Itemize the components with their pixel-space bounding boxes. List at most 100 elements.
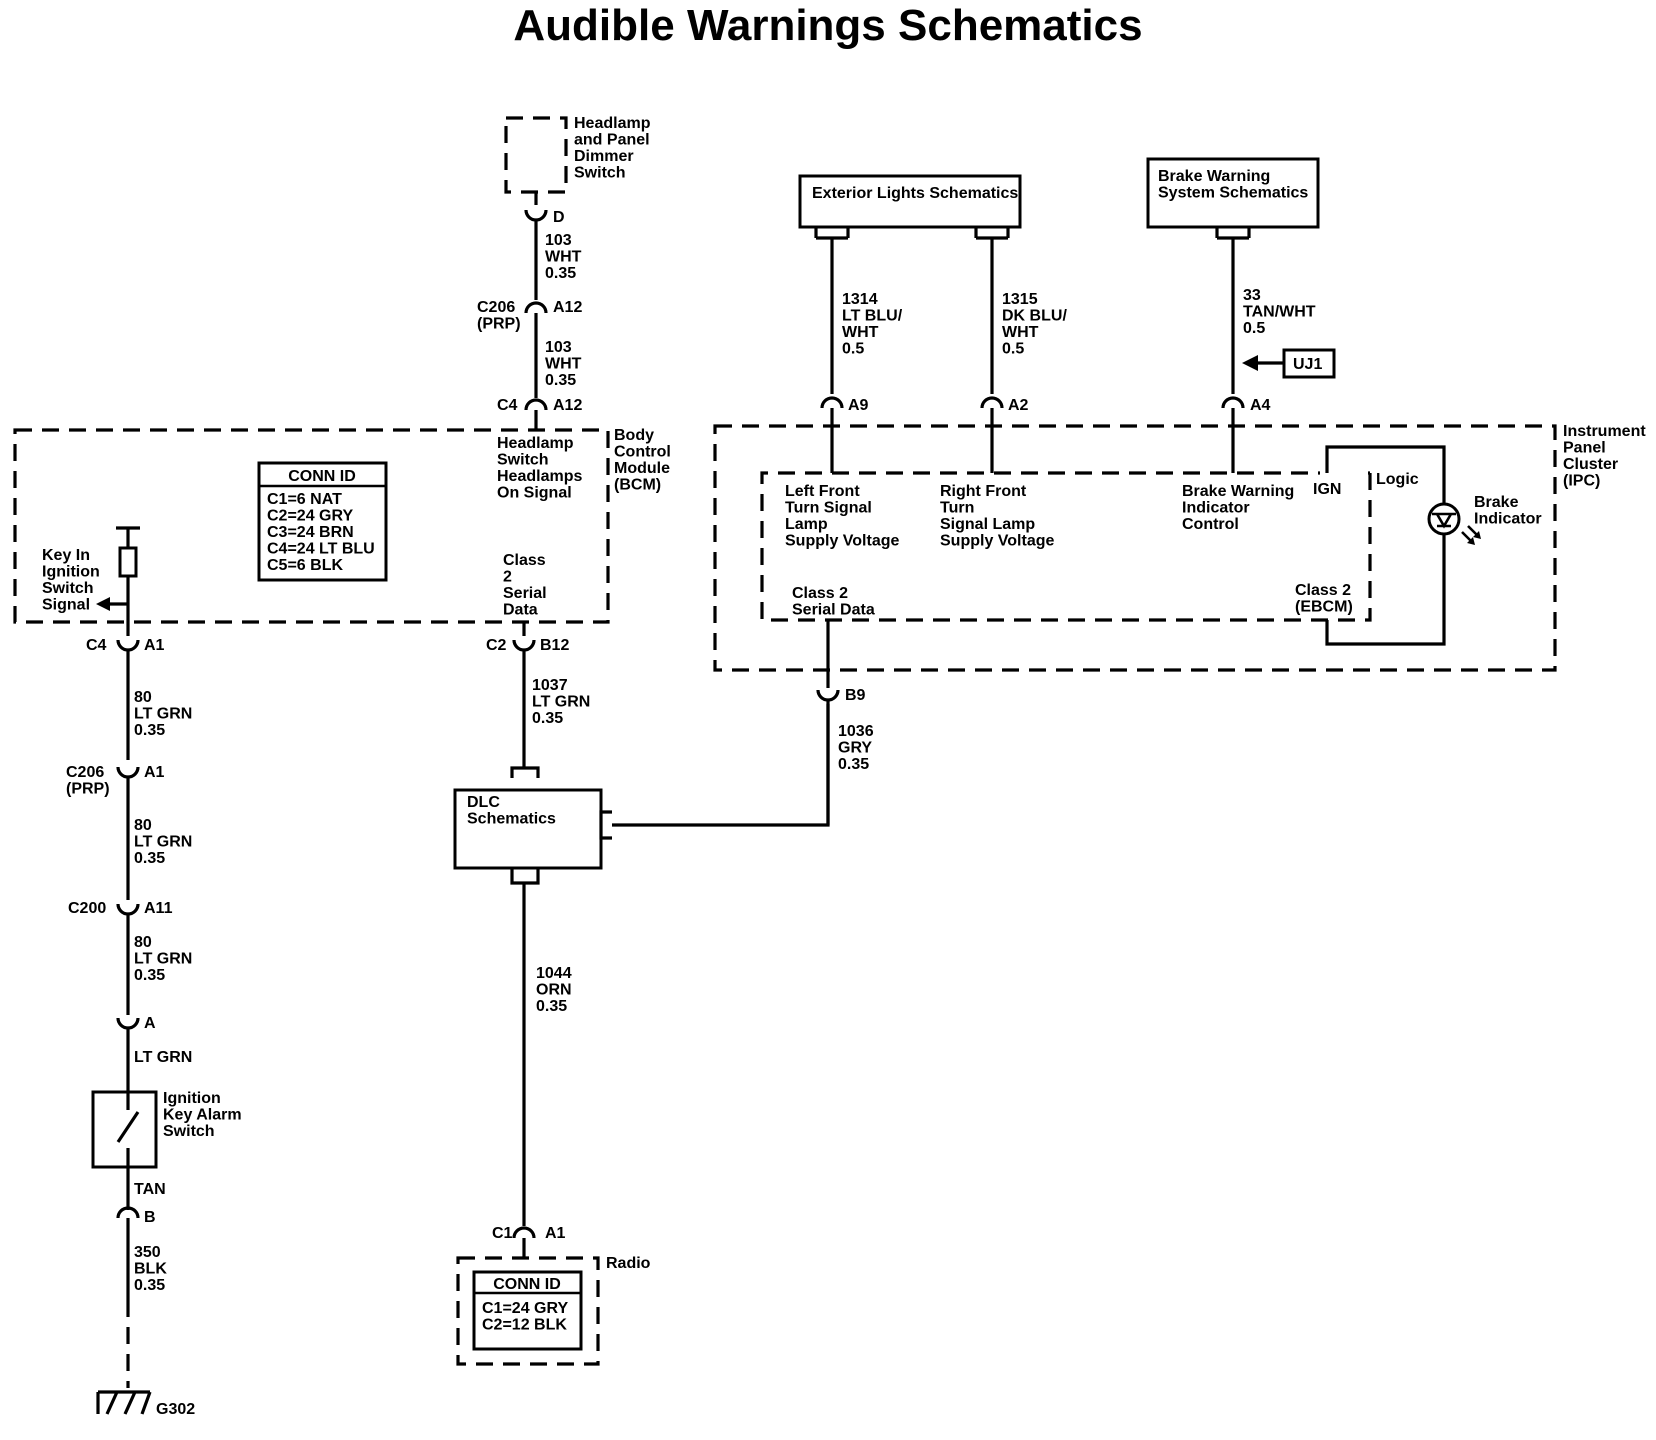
text-line: Switch <box>42 580 94 597</box>
exterior-lights-schematics: Exterior Lights Schematics <box>798 174 1022 240</box>
text-line: 1044 <box>536 965 572 982</box>
pin-a2: A2 <box>1008 397 1029 414</box>
text-line: System Schematics <box>1158 185 1308 202</box>
c4-a1-conn: C4 <box>86 637 107 654</box>
c206-a1-conn: C206(PRP) <box>66 764 110 798</box>
text-line: Key Alarm <box>163 1107 242 1124</box>
ipc-logic-label: Logic <box>1376 471 1419 488</box>
text-line: Control <box>1182 516 1239 533</box>
text-line: BLK <box>134 1261 167 1278</box>
text-line: C2=24 GRY <box>267 508 353 525</box>
text-line: WHT <box>545 249 582 266</box>
text-line: C3=24 BRN <box>267 524 354 541</box>
pin-a4: A4 <box>1250 397 1271 414</box>
text-line: Turn Signal <box>785 500 872 517</box>
text-line: 103 <box>545 232 572 249</box>
text-line: Indicator <box>1182 500 1250 517</box>
text-line: LT GRN <box>134 1049 192 1066</box>
text-line: 0.35 <box>536 998 567 1015</box>
c1-a1-conn: C1 <box>492 1225 513 1242</box>
text-line: DLC <box>467 794 500 811</box>
c200-a11-conn: C200 <box>68 900 106 917</box>
text-line: Schematics <box>467 811 556 828</box>
text-line: Brake Warning <box>1158 168 1270 185</box>
text-line: Supply Voltage <box>785 533 899 550</box>
schematic-title: Audible Warnings Schematics <box>513 1 1142 50</box>
text-line: (EBCM) <box>1295 599 1353 616</box>
text-line: C5=6 BLK <box>267 557 343 574</box>
text-line: Right Front <box>940 483 1027 500</box>
text-line: Switch <box>163 1123 215 1140</box>
text-line: Serial <box>503 585 547 602</box>
text-line: Key In <box>42 547 90 564</box>
text-line: 1314 <box>842 291 878 308</box>
text-line: 1315 <box>1002 291 1038 308</box>
text-line: 1037 <box>532 677 568 694</box>
pin-d: D <box>553 209 565 226</box>
ipc-ign-label: IGN <box>1313 481 1341 498</box>
text-line: (IPC) <box>1563 473 1600 490</box>
text-line: 0.5 <box>1002 341 1024 358</box>
text-line: 80 <box>134 934 152 951</box>
text-line: GRY <box>838 740 872 757</box>
text-line: Serial Data <box>792 602 875 619</box>
exterior-lights-label: Exterior Lights Schematics <box>812 185 1018 202</box>
text-line: 0.5 <box>842 341 864 358</box>
text-line: (PRP) <box>477 316 521 333</box>
text-line: 103 <box>545 339 572 356</box>
text-line: Class 2 <box>792 585 848 602</box>
c4-a12-conn: C4 <box>497 397 518 414</box>
text-line: WHT <box>842 324 879 341</box>
text-line: LT GRN <box>134 951 192 968</box>
text-line: Supply Voltage <box>940 533 1054 550</box>
c1-a1-pin: A1 <box>545 1225 566 1242</box>
text-line: ORN <box>536 982 572 999</box>
text-line: LT BLU/ <box>842 308 903 325</box>
text-line: Control <box>614 444 671 461</box>
text-line: (BCM) <box>614 477 661 494</box>
text-line: C1=6 NAT <box>267 491 342 508</box>
text-line: WHT <box>545 356 582 373</box>
wire-ltgrn-label: LT GRN <box>134 1049 192 1066</box>
text-line: 80 <box>134 689 152 706</box>
pin-a: A <box>144 1015 156 1032</box>
text-line: Left Front <box>785 483 860 500</box>
bcm-conn-id-header: CONN ID <box>288 468 356 485</box>
text-line: WHT <box>1002 324 1039 341</box>
text-line: Headlamp <box>497 435 574 452</box>
text-line: Cluster <box>1563 456 1618 473</box>
text-line: 0.35 <box>134 967 165 984</box>
c2-b12-pin: B12 <box>540 637 569 654</box>
ground-g302: G302 <box>96 1390 195 1418</box>
pin-a9: A9 <box>848 397 869 414</box>
text-line: 33 <box>1243 287 1261 304</box>
text-line: LT GRN <box>134 706 192 723</box>
c200-a11-pin: A11 <box>144 900 173 917</box>
text-line: 0.35 <box>545 372 576 389</box>
text-line: C206 <box>477 299 515 316</box>
text-line: Switch <box>497 452 549 469</box>
